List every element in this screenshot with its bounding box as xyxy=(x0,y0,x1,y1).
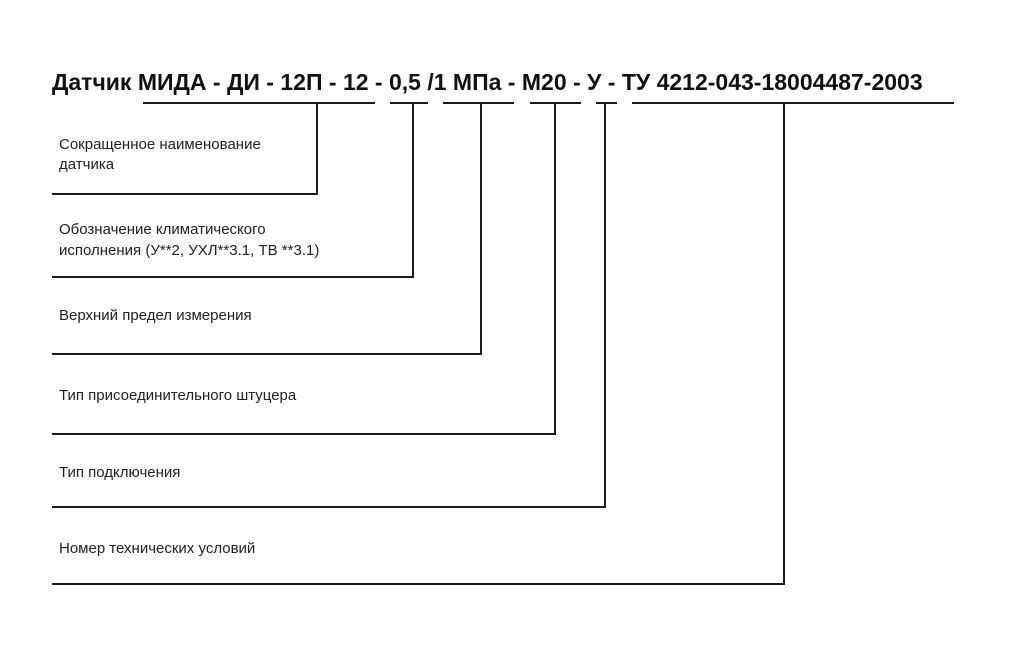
title-separator: - xyxy=(567,69,587,95)
leader-connection xyxy=(52,103,606,508)
title-part-upper-limit: /1 МПа xyxy=(427,69,501,95)
title-part-variant: 12 xyxy=(343,69,369,95)
title-part-spec-number: ТУ 4212-043-18004487-2003 xyxy=(622,69,923,95)
designation-title: Датчик МИДА - ДИ - 12П - 12 - 0,5 /1 МПа… xyxy=(52,69,923,95)
title-separator: - xyxy=(369,69,389,95)
desc-connection: Тип подключения xyxy=(59,464,180,481)
desc-spec-number: Номер технических условий xyxy=(59,540,255,557)
title-separator: - xyxy=(601,69,621,95)
leader-sensor-name xyxy=(52,103,318,195)
leader-fitting xyxy=(52,103,556,435)
title-separator: - xyxy=(207,69,227,95)
leader-spec-number xyxy=(52,103,785,585)
leader-climate xyxy=(52,103,414,278)
desc-sensor-name: Сокращенное наименование датчика xyxy=(59,136,265,173)
leader-upper-limit xyxy=(52,103,482,355)
title-part-type: ДИ xyxy=(227,69,260,95)
title-separator: - xyxy=(501,69,521,95)
desc-upper-limit: Верхний предел измерения xyxy=(59,307,252,324)
title-part-sensor-name: Датчик МИДА xyxy=(52,69,207,95)
desc-climate: Обозначение климатического исполнения (У… xyxy=(59,221,319,259)
title-separator: - xyxy=(260,69,280,95)
title-separator: - xyxy=(322,69,342,95)
title-part-accuracy: 0,5 xyxy=(389,69,421,95)
desc-fitting: Тип присоединительного штуцера xyxy=(59,387,297,404)
title-part-model: 12П xyxy=(280,69,322,95)
title-part-fitting: М20 xyxy=(522,69,567,95)
title-part-connection: У xyxy=(587,69,602,95)
